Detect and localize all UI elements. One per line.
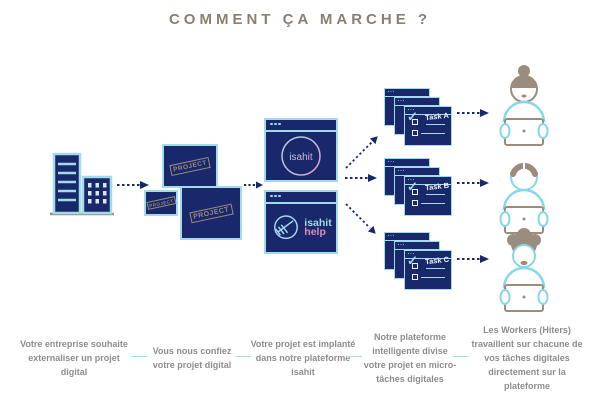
project-stamp: PROJECT	[169, 156, 211, 176]
project-cards-group: PROJECT PROJECT PROJECT	[144, 144, 242, 242]
caption-step-5: Les Workers (Hiters) travaillent sur cha…	[471, 325, 583, 391]
dashed-arrow-icon	[345, 174, 377, 182]
text-line	[421, 203, 445, 204]
handshake-icon	[274, 215, 299, 240]
window-controls-icon	[397, 169, 399, 171]
checkmark-icon: ✓	[407, 253, 418, 268]
window-controls-icon	[407, 108, 409, 110]
window-controls-icon	[397, 243, 399, 245]
text-line	[421, 133, 445, 134]
caption-separator	[453, 356, 469, 357]
task-title: Task B	[424, 180, 450, 193]
isahit-help-window: isahit help	[264, 190, 338, 254]
checkmark-icon: ✓	[407, 109, 418, 124]
text-line	[426, 194, 445, 195]
isahit-help-logo-text: isahit help	[304, 216, 332, 238]
project-card: PROJECT	[144, 190, 178, 216]
checkbox-empty	[412, 200, 418, 206]
caption-step-2: Vous nous confiez votre projet digital	[152, 346, 232, 370]
task-stack-c: ✓ Task C	[384, 232, 454, 292]
help-logo-line1: isahit	[304, 216, 332, 229]
window-controls-icon	[387, 234, 389, 236]
caption-step-4: Notre plateforme intelligente divise vot…	[363, 332, 457, 384]
task-stack-b: ✓ Task B	[384, 158, 454, 218]
project-card: PROJECT	[162, 144, 218, 188]
dashed-arrow-icon	[117, 181, 149, 189]
project-stamp: PROJECT	[189, 203, 233, 223]
help-logo-line2: help	[304, 226, 326, 238]
task-window: ✓ Task A	[404, 106, 452, 146]
isahit-logo: isahit	[281, 136, 321, 176]
task-window: ✓ Task B	[404, 176, 452, 216]
woman-bun-laptop-icon	[499, 65, 549, 146]
dashed-arrow-up-icon	[345, 136, 378, 169]
window-titlebar	[266, 122, 336, 132]
project-card: PROJECT	[180, 186, 242, 240]
window-controls-icon	[270, 194, 273, 197]
checkbox-checked	[412, 263, 418, 269]
checkbox-empty	[412, 274, 418, 280]
task-title: Task C	[424, 254, 450, 267]
dashed-arrow-icon	[457, 255, 489, 263]
man-afro-laptop-icon	[499, 228, 549, 312]
caption-step-3: Votre projet est implanté dans notre pla…	[250, 339, 356, 377]
man-short-hair-laptop-icon	[499, 162, 549, 234]
text-line	[421, 277, 445, 278]
window-titlebar	[266, 194, 336, 204]
project-stamp: PROJECT	[146, 196, 176, 210]
window-controls-icon	[387, 160, 389, 162]
isahit-logo-text: isahit	[289, 152, 313, 163]
dashed-arrow-icon	[244, 181, 263, 189]
task-title: Task A	[424, 110, 450, 123]
office-building-icon	[50, 152, 114, 216]
window-controls-icon	[270, 122, 273, 125]
window-controls-icon	[387, 90, 389, 92]
task-stack-a: ✓ Task A	[384, 88, 454, 148]
checkbox-checked	[412, 189, 418, 195]
caption-separator	[131, 356, 147, 357]
dashed-arrow-icon	[457, 179, 489, 187]
isahit-platform-window: isahit	[264, 118, 338, 182]
checkbox-checked	[412, 119, 418, 125]
checkmark-icon: ✓	[407, 179, 418, 194]
window-controls-icon	[407, 252, 409, 254]
caption-separator	[235, 356, 251, 357]
text-line	[426, 268, 445, 269]
window-controls-icon	[407, 178, 409, 180]
checkbox-empty	[412, 130, 418, 136]
caption-separator	[346, 356, 362, 357]
caption-step-1: Votre entreprise souhaite externaliser u…	[20, 339, 128, 377]
dashed-arrow-down-icon	[345, 203, 376, 234]
page-title: COMMENT ÇA MARCHE ?	[168, 11, 432, 28]
dashed-arrow-icon	[457, 109, 489, 117]
text-line	[426, 124, 445, 125]
window-controls-icon	[397, 99, 399, 101]
task-window: ✓ Task C	[404, 250, 452, 290]
